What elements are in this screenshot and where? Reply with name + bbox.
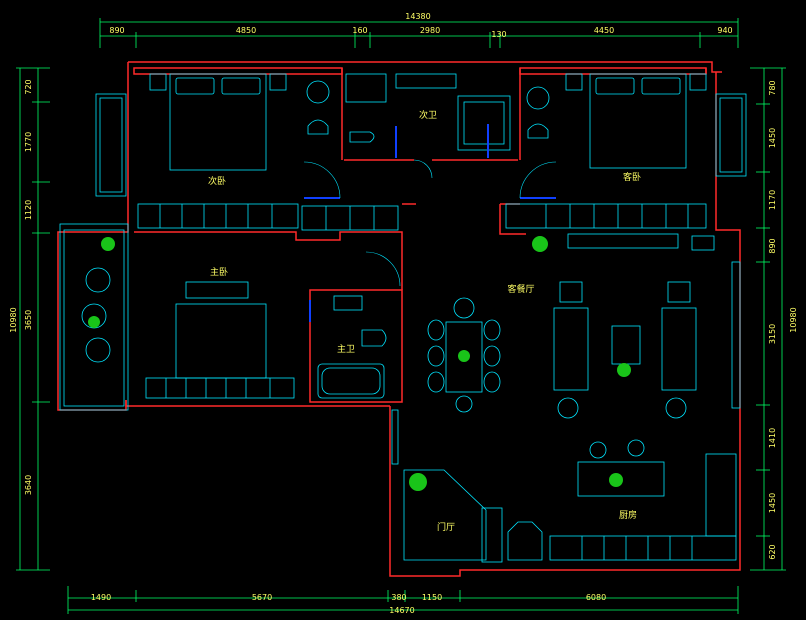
- dim-left-3: 1120: [24, 200, 33, 220]
- room-label-guest-bedroom: 客卧: [623, 171, 641, 183]
- room-label-entry: 门厅: [437, 521, 455, 533]
- furniture: [81, 73, 737, 563]
- dim-top-4: 2980: [420, 26, 440, 35]
- dim-left-1: 720: [24, 79, 33, 94]
- dim-top-6: 4450: [594, 26, 614, 35]
- dim-bottom-2: 5670: [252, 593, 272, 602]
- room-label-kitchen: 厨房: [619, 509, 637, 521]
- dim-right-1: 780: [768, 80, 777, 95]
- dim-bottom-4: 1150: [422, 593, 442, 602]
- dim-top-7: 940: [717, 26, 732, 35]
- dim-left-2: 1770: [24, 132, 33, 152]
- dim-top-2: 4850: [236, 26, 256, 35]
- dim-bottom-total: 14670: [389, 606, 414, 615]
- dimension-lines: [16, 18, 786, 614]
- doors: [304, 124, 556, 322]
- room-labels: 次卧 次卫 客卧 主卧 主卫 客餐厅 门厅 厨房: [208, 109, 641, 533]
- walls: [57, 61, 741, 577]
- dim-left-5: 3640: [24, 475, 33, 495]
- dim-top-5: 130: [491, 30, 506, 39]
- door-swings: [303, 159, 557, 287]
- dim-right-3: 1170: [768, 190, 777, 210]
- dim-left-total: 10980: [9, 307, 18, 332]
- dim-right-7: 1450: [768, 493, 777, 513]
- dim-right-2: 1450: [768, 128, 777, 148]
- room-label-second-bath: 次卫: [419, 109, 437, 121]
- dim-top-total: 14380: [405, 12, 430, 21]
- plants: [88, 236, 631, 491]
- room-label-second-bedroom: 次卧: [208, 175, 226, 187]
- dimension-labels: 14380 890 4850 160 2980 130 4450 940 149…: [9, 12, 798, 615]
- dim-right-6: 1410: [768, 428, 777, 448]
- dim-right-8: 620: [768, 544, 777, 559]
- dim-bottom-5: 6080: [586, 593, 606, 602]
- dim-right-total: 10980: [789, 307, 798, 332]
- room-label-master-bedroom: 主卧: [210, 266, 228, 278]
- dim-left-4: 3650: [24, 310, 33, 330]
- dim-bottom-3: 380: [391, 593, 406, 602]
- dim-top-1: 890: [109, 26, 124, 35]
- dim-top-3: 160: [352, 26, 367, 35]
- windows: [59, 93, 747, 465]
- dim-bottom-1: 1490: [91, 593, 111, 602]
- dim-right-5: 3150: [768, 324, 777, 344]
- room-label-living-dining: 客餐厅: [507, 283, 534, 295]
- room-label-master-bath: 主卫: [337, 343, 355, 355]
- dim-right-4: 890: [768, 238, 777, 253]
